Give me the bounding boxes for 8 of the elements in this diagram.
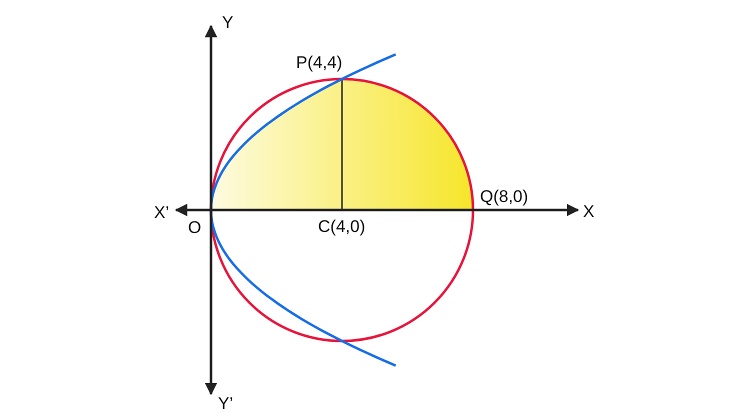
axis-label: Y xyxy=(222,14,234,31)
point-label: O xyxy=(188,219,202,236)
axis-label: X xyxy=(583,203,594,220)
axis-label: Y’ xyxy=(218,395,234,412)
point-label: Q(8,0) xyxy=(480,188,528,205)
axis-label: X’ xyxy=(154,204,170,221)
point-label: P(4,4) xyxy=(296,54,342,71)
point-label: C(4,0) xyxy=(318,218,366,235)
